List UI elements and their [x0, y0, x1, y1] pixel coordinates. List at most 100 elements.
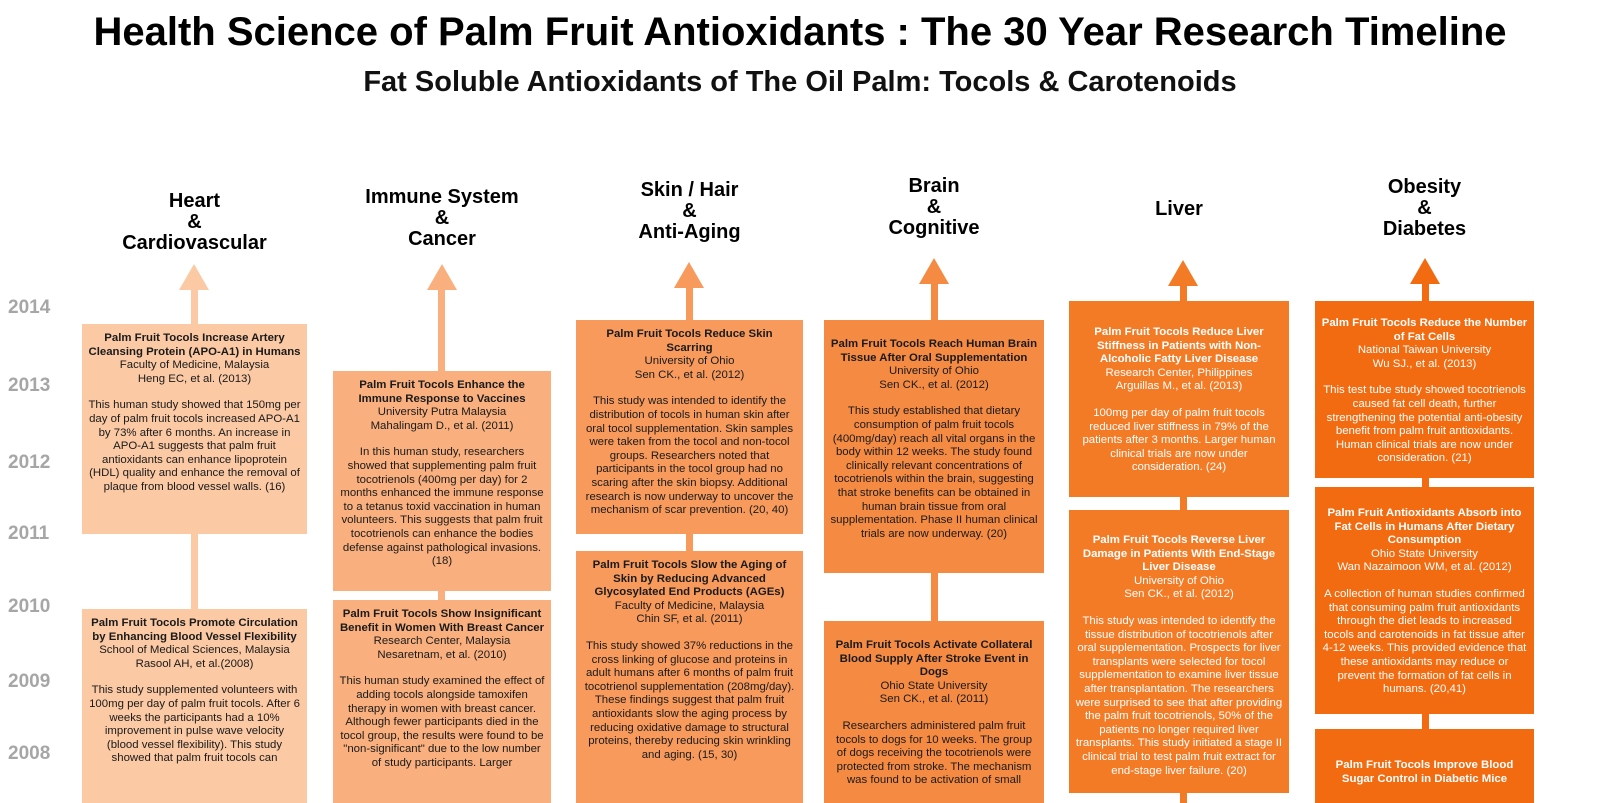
heading-line: &	[682, 200, 697, 222]
research-card: Palm Fruit Tocols Enhance the Immune Res…	[333, 371, 551, 591]
heading-line: Obesity	[1387, 176, 1462, 198]
card-institution: University of Ohio	[889, 365, 979, 378]
column-immune-cancer: Immune System & Cancer Palm Fruit Tocols…	[333, 0, 551, 803]
card-title: Palm Fruit Tocols Reach Human Brain Tiss…	[830, 338, 1038, 364]
research-card: Palm Fruit Tocols Slow the Aging of Skin…	[576, 551, 803, 803]
timeline-stem	[686, 286, 693, 803]
card-body: 100mg per day of palm fruit tocols reduc…	[1082, 406, 1276, 474]
chart-subtitle: Fat Soluble Antioxidants of The Oil Palm…	[363, 66, 1237, 98]
arrow-head-icon	[919, 258, 949, 284]
research-card: Palm Fruit Tocols Reduce Skin Scarring U…	[576, 320, 803, 534]
card-institution: University Putra Malaysia	[377, 406, 507, 419]
card-institution: Ohio State University	[1371, 547, 1478, 560]
heading-line: Liver	[1155, 198, 1203, 220]
card-body: This human study showed that 150mg per d…	[88, 399, 301, 493]
card-author: Chin SF, et al. (2011)	[636, 613, 743, 626]
column-obesity-diabetes: Obesity & Diabetes Palm Fruit Tocols Red…	[1315, 0, 1534, 803]
chart-title: Health Science of Palm Fruit Antioxidant…	[93, 10, 1507, 54]
card-title: Palm Fruit Tocols Reverse Liver Damage i…	[1082, 534, 1276, 574]
card-title: Palm Fruit Tocols Increase Artery Cleans…	[88, 332, 301, 358]
card-body: This study showed 37% reductions in the …	[584, 639, 795, 761]
research-card: Palm Fruit Tocols Activate Collateral Bl…	[824, 621, 1044, 803]
card-body: In this human study, researchers showed …	[340, 446, 544, 568]
year-label-2010: 2010	[8, 596, 51, 617]
column-heart-cardiovascular: Heart & Cardiovascular Palm Fruit Tocols…	[82, 0, 307, 803]
research-card: Palm Fruit Tocols Increase Artery Cleans…	[82, 324, 307, 534]
arrow-head-icon	[1410, 258, 1440, 284]
column-heading: Skin / Hair & Anti-Aging	[576, 180, 803, 243]
card-institution: Faculty of Medicine, Malaysia	[119, 359, 270, 372]
card-institution: Research Center, Philippines	[1105, 366, 1253, 379]
heading-line: Immune System	[365, 186, 519, 208]
heading-line: Skin / Hair	[640, 179, 739, 201]
heading-line: &	[187, 211, 202, 233]
card-title: Palm Fruit Tocols Slow the Aging of Skin…	[592, 559, 787, 599]
card-body: This human study examined the effect of …	[339, 675, 545, 769]
year-label-2014: 2014	[8, 297, 51, 318]
timeline-stem	[191, 288, 198, 803]
column-heading: Obesity & Diabetes	[1315, 177, 1534, 240]
column-heading: Liver	[1069, 199, 1289, 220]
card-institution: Research Center, Malaysia	[373, 635, 511, 648]
research-card: Palm Fruit Tocols Improve Blood Sugar Co…	[1315, 729, 1534, 803]
card-author: Sen CK., et al. (2012)	[1124, 588, 1234, 601]
card-title: Palm Fruit Tocols Reduce Liver Stiffness…	[1094, 326, 1264, 366]
research-card: Palm Fruit Antioxidants Absorb into Fat …	[1315, 487, 1534, 714]
card-author: Nesaretnam, et al. (2010)	[377, 648, 507, 661]
year-label-2011: 2011	[8, 523, 50, 544]
year-label-2013: 2013	[8, 375, 51, 396]
arrow-head-icon	[179, 264, 209, 290]
card-institution: National Taiwan University	[1357, 344, 1492, 357]
arrow-head-icon	[674, 262, 704, 288]
heading-line: Cancer	[408, 228, 476, 250]
card-title: Palm Fruit Tocols Enhance the Immune Res…	[358, 379, 526, 405]
card-author: Sen CK., et al. (2012)	[634, 368, 745, 381]
column-brain-cognitive: Brain & Cognitive Palm Fruit Tocols Reac…	[824, 0, 1044, 803]
card-body: This study was intended to identify the …	[1075, 614, 1283, 777]
card-institution: Ohio State University	[880, 679, 988, 692]
card-title: Palm Fruit Antioxidants Absorb into Fat …	[1327, 507, 1522, 547]
card-author: Sen CK., et al. (2012)	[879, 378, 989, 391]
year-label-2009: 2009	[8, 671, 51, 692]
research-card: Palm Fruit Tocols Reduce Liver Stiffness…	[1069, 301, 1289, 497]
year-label-2008: 2008	[8, 743, 51, 764]
arrow-head-icon	[427, 264, 457, 290]
column-heading: Heart & Cardiovascular	[82, 191, 307, 254]
heading-line: Cognitive	[888, 217, 980, 239]
heading-line: Diabetes	[1382, 218, 1467, 240]
heading-line: Brain	[908, 175, 960, 197]
heading-line: Heart	[168, 190, 221, 212]
heading-line: &	[434, 207, 450, 229]
card-body: This study was intended to identify the …	[585, 395, 794, 517]
card-title: Palm Fruit Tocols Reduce the Number of F…	[1321, 317, 1528, 343]
heading-line: &	[1417, 197, 1432, 219]
year-label-2012: 2012	[8, 452, 51, 473]
column-heading: Immune System & Cancer	[333, 187, 551, 250]
card-institution: Faculty of Medicine, Malaysia	[614, 599, 765, 612]
column-skin-hair-antiaging: Skin / Hair & Anti-Aging Palm Fruit Toco…	[576, 0, 803, 803]
card-title: Palm Fruit Tocols Promote Circulation by…	[91, 617, 298, 643]
card-author: Arguillas M., et al. (2013)	[1115, 380, 1243, 393]
card-institution: University of Ohio	[1134, 574, 1224, 587]
card-title: Palm Fruit Tocols Activate Collateral Bl…	[835, 639, 1033, 679]
research-card: Palm Fruit Tocols Reach Human Brain Tiss…	[824, 320, 1044, 573]
arrow-head-icon	[1168, 260, 1198, 286]
card-author: Wan Nazaimoon WM, et al. (2012)	[1337, 561, 1512, 574]
heading-line: Cardiovascular	[122, 232, 267, 254]
column-heading: Brain & Cognitive	[824, 176, 1044, 239]
card-author: Heng EC, et al. (2013)	[137, 372, 252, 385]
heading-line: &	[926, 196, 942, 218]
research-card: Palm Fruit Tocols Promote Circulation by…	[82, 609, 307, 803]
card-body: This study supplemented volunteers with …	[89, 684, 300, 765]
card-body: A collection of human studies confirmed …	[1322, 587, 1527, 696]
card-author: Wu SJ., et al. (2013)	[1372, 357, 1477, 370]
card-title: Palm Fruit Tocols Show Insignificant Ben…	[339, 608, 545, 634]
card-author: Rasool AH, et al.(2008)	[135, 657, 254, 670]
card-author: Mahalingam D., et al. (2011)	[370, 419, 514, 432]
card-institution: School of Medical Sciences, Malaysia	[99, 644, 290, 657]
card-body: This study established that dietary cons…	[830, 405, 1038, 540]
card-institution: University of Ohio	[644, 355, 735, 368]
heading-line: Anti-Aging	[638, 221, 741, 243]
card-body: This test tube study showed tocotrienols…	[1323, 384, 1526, 465]
research-card: Palm Fruit Tocols Reverse Liver Damage i…	[1069, 510, 1289, 793]
